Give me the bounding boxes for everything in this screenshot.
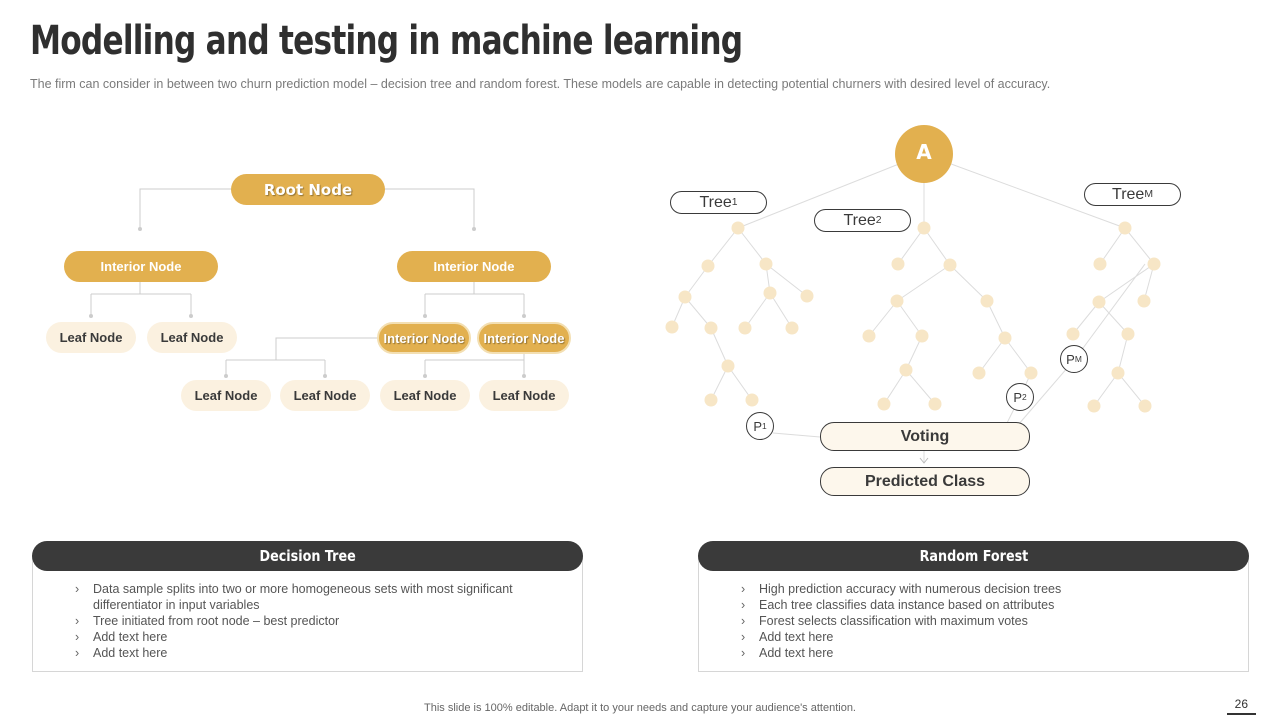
list-item: › Add text here [75, 629, 545, 645]
list-item-text: High prediction accuracy with numerous d… [759, 582, 1062, 596]
tree-2-text: Tree [843, 211, 876, 229]
leaf-node-label: Leaf Node [293, 388, 357, 403]
random-forest-list: › High prediction accuracy with numerous … [741, 581, 1211, 661]
predicted-class-box: Predicted Class [820, 467, 1030, 496]
chevron-right-icon: › [75, 582, 80, 596]
interior-node-left-label: Interior Node [100, 259, 182, 274]
root-node: Root Node [231, 174, 385, 205]
footer-note: This slide is 100% editable. Adapt it to… [424, 702, 856, 714]
list-item-text: Each tree classifies data instance based… [759, 598, 1055, 612]
interior-node-sub-1-label: Interior Node [383, 330, 465, 346]
random-forest-panel: › High prediction accuracy with numerous … [698, 556, 1249, 672]
interior-node-right-label: Interior Node [433, 259, 515, 274]
leaf-node: Leaf Node [46, 322, 136, 353]
list-item: › Each tree classifies data instance base… [741, 597, 1211, 613]
tree-2-subscript: 2 [875, 215, 882, 226]
leaf-node-label: Leaf Node [492, 388, 556, 403]
leaf-node-label: Leaf Node [160, 330, 224, 345]
decision-tree-list: › Data sample splits into two or more hom… [75, 581, 545, 661]
leaf-node: Leaf Node [147, 322, 237, 353]
chevron-right-icon: › [741, 598, 746, 612]
tree-m-text: Tree [1112, 185, 1145, 203]
list-item: › Add text here [75, 645, 545, 661]
list-item: › High prediction accuracy with numerous … [741, 581, 1211, 597]
predicted-class-label: Predicted Class [864, 472, 986, 490]
random-forest-heading-label: Random Forest [919, 547, 1028, 565]
chevron-right-icon: › [75, 646, 80, 660]
chevron-right-icon: › [75, 614, 80, 628]
list-item-text: Add text here [759, 646, 834, 660]
interior-node-sub-2-label: Interior Node [483, 330, 565, 346]
tree-1-text: Tree [699, 193, 732, 211]
chevron-right-icon: › [741, 614, 746, 628]
leaf-node-label: Leaf Node [194, 388, 258, 403]
tree-m-subscript: M [1144, 189, 1153, 200]
p2-subscript: 2 [1021, 392, 1027, 402]
leaf-node: Leaf Node [181, 380, 271, 411]
list-item: › Add text here [741, 645, 1211, 661]
tree-1-subscript: 1 [731, 197, 738, 208]
page-number: 26 [1226, 697, 1256, 715]
root-node-label: Root Node [263, 180, 353, 199]
chevron-right-icon: › [75, 630, 80, 644]
leaf-node: Leaf Node [280, 380, 370, 411]
input-node-a: A [916, 140, 932, 164]
list-item-text: Data sample splits into two or more homo… [93, 582, 513, 612]
leaf-node-label: Leaf Node [393, 388, 457, 403]
page-title: Modelling and testing in machine learnin… [30, 18, 743, 64]
chevron-right-icon: › [741, 630, 746, 644]
voting-box: Voting [820, 422, 1030, 451]
list-item: › Forest selects classification with maxi… [741, 613, 1211, 629]
list-item-text: Add text here [93, 646, 168, 660]
leaf-node-label: Leaf Node [59, 330, 123, 345]
list-item: › Data sample splits into two or more hom… [75, 581, 545, 613]
pm-subscript: M [1074, 354, 1082, 364]
leaf-node: Leaf Node [380, 380, 470, 411]
decision-tree-panel: › Data sample splits into two or more hom… [32, 556, 583, 672]
list-item: › Add text here [741, 629, 1211, 645]
list-item-text: Tree initiated from root node – best pre… [93, 614, 340, 628]
interior-node-right: Interior Node [397, 251, 551, 282]
leaf-node: Leaf Node [479, 380, 569, 411]
random-forest-heading: Random Forest [698, 541, 1249, 571]
p1-subscript: 1 [761, 421, 767, 431]
interior-node-sub-2: Interior Node [477, 322, 571, 354]
page-subtitle: The firm can consider in between two chu… [30, 77, 1051, 91]
chevron-right-icon: › [741, 582, 746, 596]
list-item-text: Forest selects classification with maxim… [759, 614, 1028, 628]
p2-text: P [1013, 389, 1022, 405]
chevron-right-icon: › [741, 646, 746, 660]
voting-label: Voting [900, 427, 950, 445]
list-item-text: Add text here [759, 630, 834, 644]
interior-node-left: Interior Node [64, 251, 218, 282]
pm-text: P [1066, 351, 1075, 367]
p1-text: P [753, 418, 762, 434]
decision-tree-heading: Decision Tree [32, 541, 583, 571]
decision-tree-heading-label: Decision Tree [259, 547, 356, 565]
list-item: › Tree initiated from root node – best pr… [75, 613, 545, 629]
interior-node-sub-1: Interior Node [377, 322, 471, 354]
list-item-text: Add text here [93, 630, 168, 644]
